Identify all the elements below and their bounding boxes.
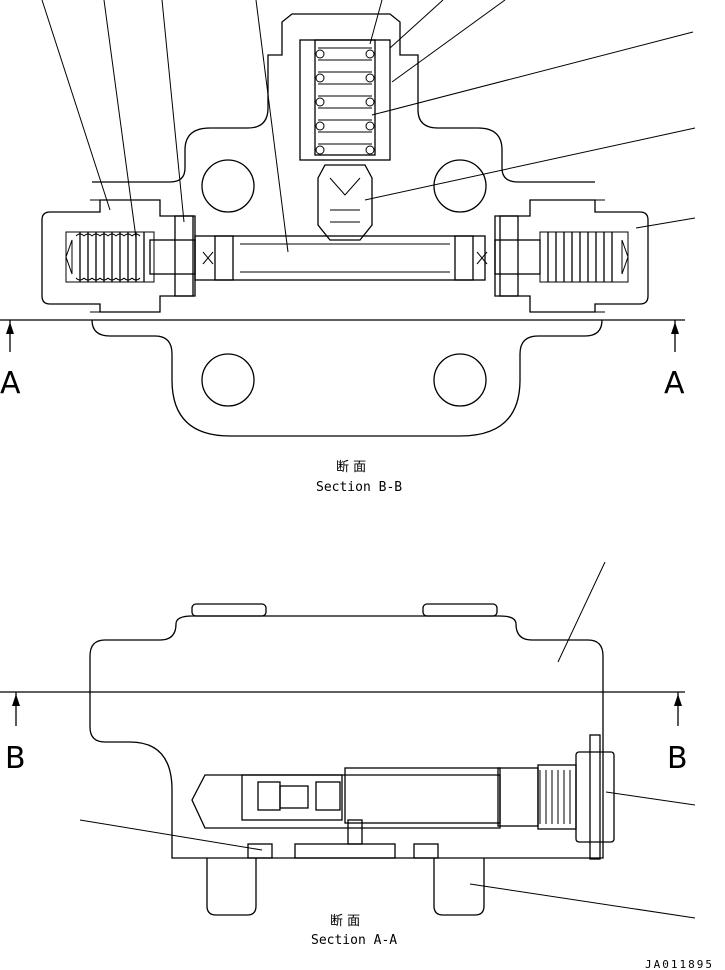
port-b [294, 843, 396, 859]
bore-assembly [191, 734, 615, 860]
section-a-a: B B 断 面 Section A-A [0, 561, 696, 948]
cut-label-b-left: B [5, 741, 26, 776]
left-spring [65, 231, 155, 283]
port-upper-right [433, 159, 487, 213]
leader-lines-top [41, 0, 696, 253]
right-end-cap [494, 199, 649, 313]
body-outline-aa [89, 615, 604, 859]
valve-body-lower [91, 319, 603, 437]
port-a [247, 843, 273, 859]
drawing-code: JA011895 [645, 958, 714, 970]
boss-left [191, 603, 267, 617]
left-piston [149, 239, 196, 275]
section-b-b: A A 断 面 Section B-B [0, 0, 696, 495]
spool [194, 235, 488, 281]
port-lower-right [433, 353, 487, 407]
section-aa-title-jp: 断 面 [330, 914, 360, 929]
cut-label-b-right: B [667, 741, 688, 776]
port-c [413, 843, 439, 859]
port-upper-left [201, 159, 255, 213]
port-lower-left [201, 353, 255, 407]
section-bb-title: Section B-B [316, 480, 402, 495]
cut-label-a-right: A [664, 366, 685, 401]
leg-right [433, 858, 485, 916]
left-end-cap [41, 199, 196, 313]
right-spring [539, 231, 629, 283]
valve-body-outline [92, 13, 595, 183]
section-bb-title-jp: 断 面 [336, 460, 366, 475]
leg-left [206, 858, 257, 916]
relief-valve-top [299, 39, 391, 241]
section-aa-title: Section A-A [311, 933, 397, 948]
leader-lines-bottom [79, 561, 696, 919]
boss-right [422, 603, 498, 617]
cut-label-a-left: A [0, 366, 21, 401]
